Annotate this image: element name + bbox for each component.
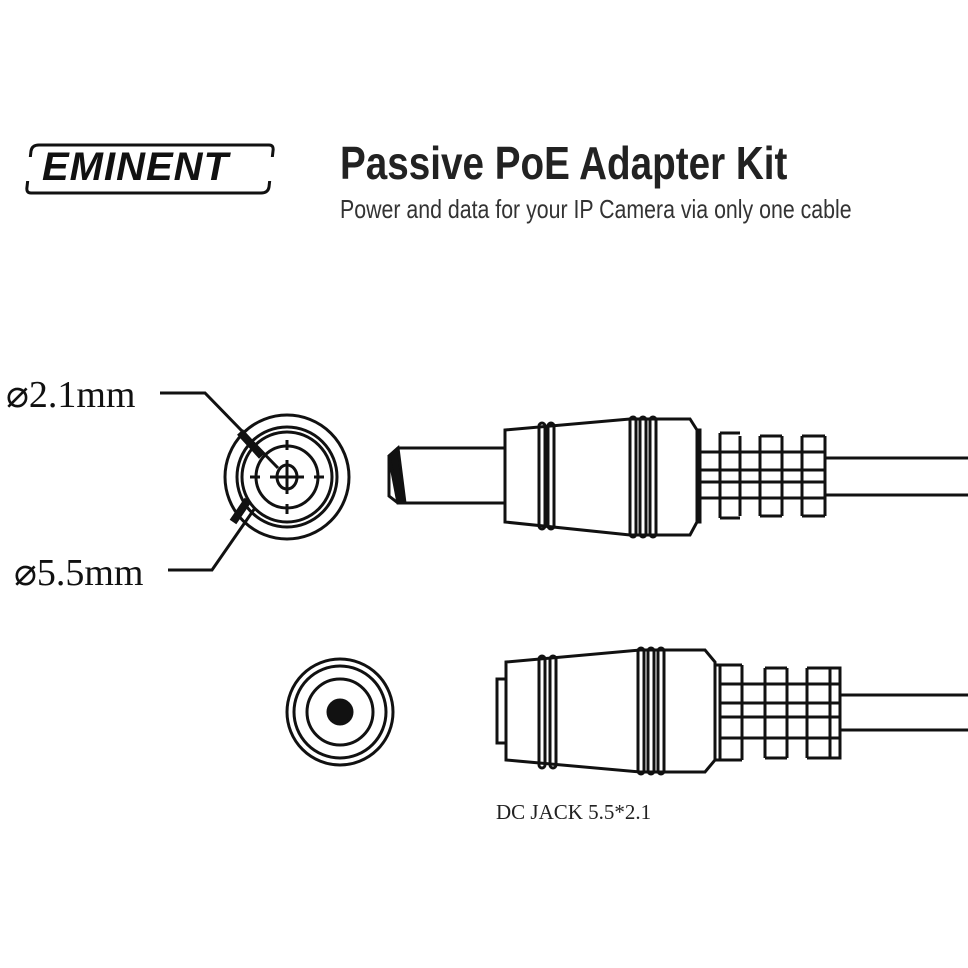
dc-plug-side-view: [387, 415, 968, 539]
page-subtitle: Power and data for your IP Camera via on…: [340, 194, 852, 224]
inner-diameter-label: ⌀2.1mm: [6, 374, 136, 416]
plug-end-view: [223, 413, 351, 541]
jack-end-view: [285, 657, 395, 767]
eminent-logo-frame: [25, 143, 275, 195]
dimension-leaders: [160, 391, 280, 572]
dc-jack-side-view: [495, 646, 968, 776]
page-title: Passive PoE Adapter Kit: [340, 137, 788, 189]
dc-jack-caption: DC JACK 5.5*2.1: [496, 800, 652, 824]
eminent-logo: EMINENT: [42, 145, 229, 189]
outer-diameter-label: ⌀5.5mm: [14, 552, 144, 594]
